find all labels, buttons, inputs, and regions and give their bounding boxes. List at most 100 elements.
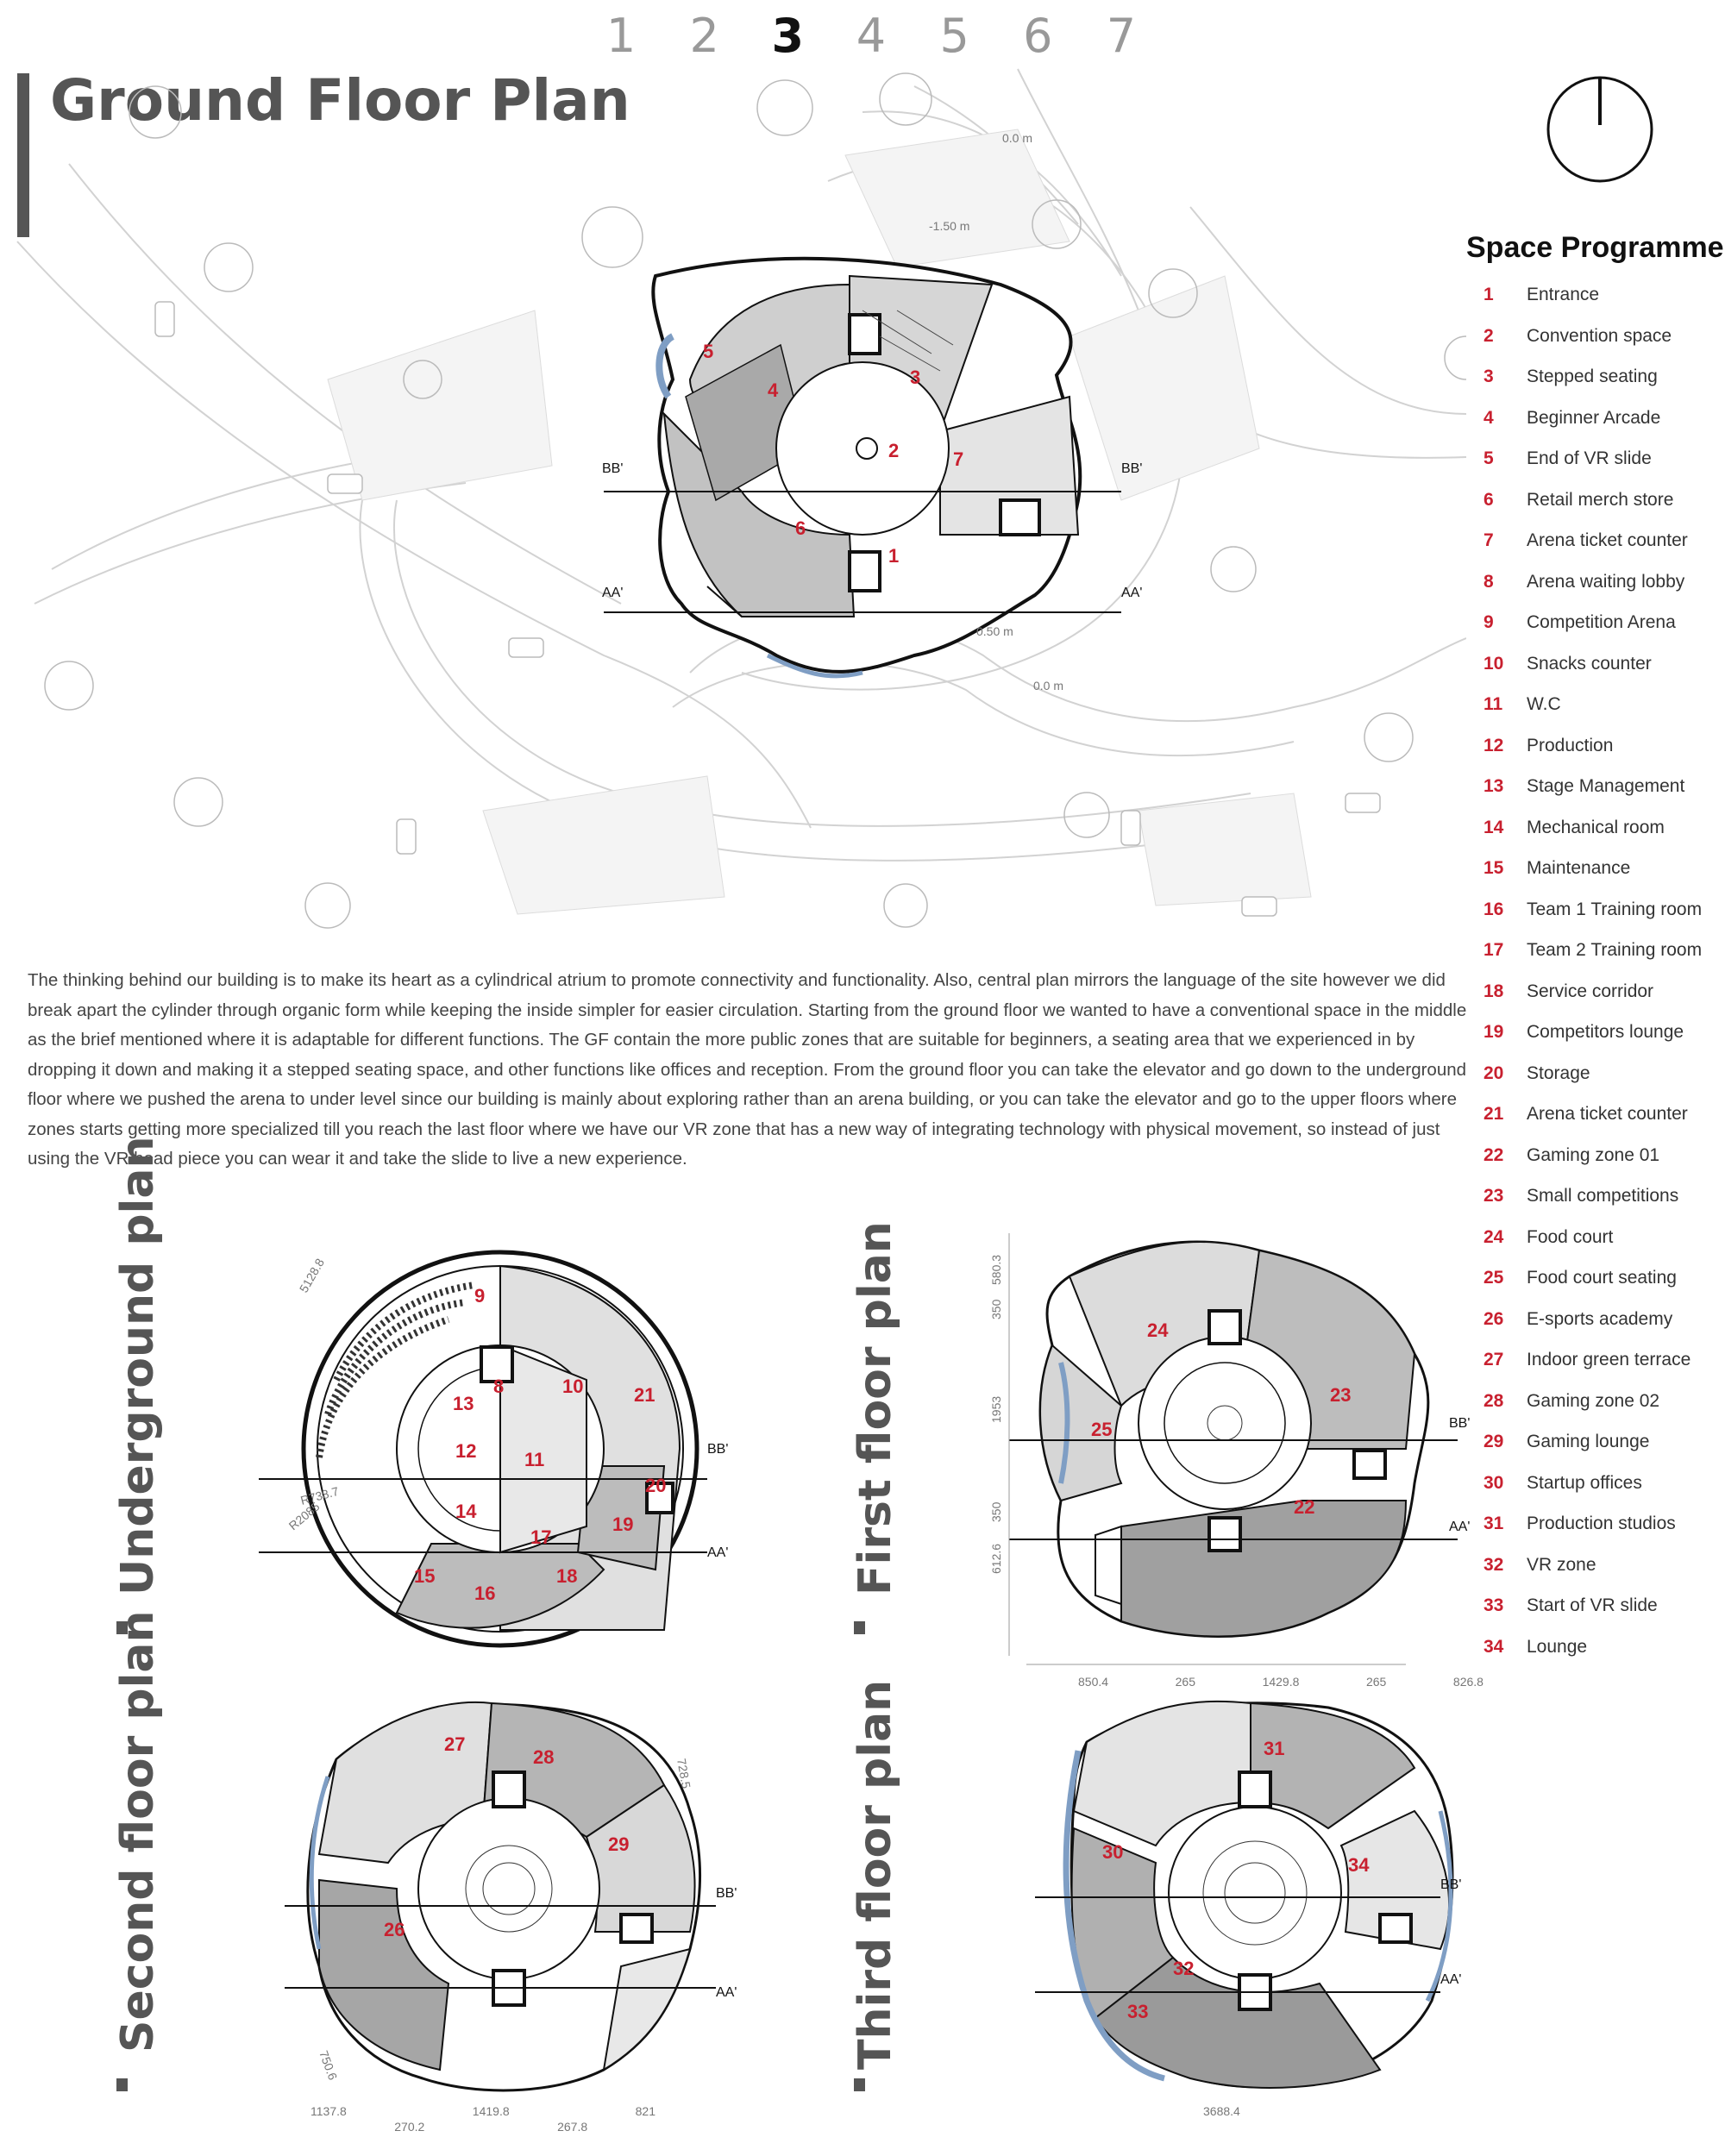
programme-item-label: End of VR slide [1527,448,1652,468]
nav-page-2[interactable]: 2 [689,9,719,63]
room-23-label: 23 [1330,1384,1351,1406]
programme-item: 30 Startup offices [1484,1473,1725,1514]
programme-item-label: Lounge [1527,1636,1588,1657]
level-0-bottom: 0.0 m [1033,679,1063,693]
programme-item-label: Beginner Arcade [1527,407,1661,428]
programme-item-label: Competitors lounge [1527,1022,1684,1042]
room-17-label: 17 [530,1526,551,1548]
site-room-numbers: 1 2 3 4 5 6 7 [703,341,963,567]
programme-item-label: Maintenance [1527,858,1631,878]
level-0-top: 0.0 m [1002,131,1032,145]
programme-item-number: 16 [1484,899,1504,919]
programme-item-label: Snacks counter [1527,653,1652,674]
second-floor-plan-label: Second floor plan [112,1610,164,2053]
first-floor-plan-drawing: 24 23 25 22 580.3 350 1953 350 612.6 BB'… [989,1233,1470,1665]
dim-1429: 1429.8 [1262,1675,1300,1689]
programme-item-number: 29 [1484,1432,1504,1451]
nav-page-7[interactable]: 7 [1106,9,1137,63]
room-15-label: 15 [414,1565,435,1587]
programme-item-label: Team 2 Training room [1527,940,1703,960]
programme-item-number: 33 [1484,1595,1504,1615]
section-bb-left: BB' [602,461,623,476]
programme-item-number: 21 [1484,1104,1504,1124]
room-16-label: 16 [474,1583,495,1604]
dim-580: 580.3 [989,1255,1003,1285]
room-31-label: 31 [1264,1738,1284,1759]
programme-item-number: 1 [1484,285,1494,304]
nav-page-1[interactable]: 1 [605,9,637,63]
dim-265-b: 265 [1365,1675,1387,1689]
label-bar [854,1621,865,1634]
ground-floor-building [651,256,1082,679]
north-arrow-icon [1546,76,1653,183]
room-20-label: 20 [645,1475,666,1496]
nav-page-3-current[interactable]: 3 [771,9,805,63]
programme-item-number: 7 [1484,530,1494,550]
programme-item-number: 4 [1484,407,1494,428]
level-050: 0.50 m [976,624,1013,638]
programme-item-number: 26 [1484,1308,1504,1329]
nav-page-4[interactable]: 4 [856,9,887,63]
programme-item-number: 32 [1484,1554,1504,1575]
programme-item-label: Stage Management [1527,776,1685,796]
room-26-label: 26 [384,1919,405,1940]
second-floor-h-dims: 1137.8 270.2 1419.8 267.8 821 [310,2104,656,2134]
title-accent-bar [17,73,29,237]
dim-1953: 1953 [989,1396,1003,1423]
programme-item-label: VR zone [1527,1554,1596,1575]
room-12-label: 12 [455,1440,476,1462]
dim-1137: 1137.8 [310,2104,347,2118]
nav-page-5[interactable]: 5 [939,9,969,63]
programme-item-number: 12 [1484,735,1504,755]
ground-floor-site-plan: 1 2 3 4 5 6 7 BB' BB' AA' AA' 0.0 m -1.5… [16,68,1466,929]
room-28-label: 28 [533,1746,554,1768]
page-navigation: 1 2 3 4 5 6 7 [595,9,1147,69]
nav-page-6[interactable]: 6 [1023,9,1053,63]
programme-item-label: Storage [1527,1062,1590,1083]
programme-item-label: Startup offices [1527,1472,1642,1493]
programme-item-label: Food court seating [1527,1268,1677,1288]
room-18-label: 18 [556,1565,577,1587]
dim-1419: 1419.8 [472,2104,510,2118]
programme-item-number: 30 [1484,1472,1504,1493]
room-8-label: 8 [493,1376,504,1397]
underground-plan-drawing: 9 8 10 21 13 12 11 20 14 17 19 15 16 18 … [259,1250,728,1648]
programme-item-label: Competition Arena [1527,612,1676,632]
programme-item-label: E-sports academy [1527,1308,1673,1329]
page-title: Ground Floor Plan [50,67,630,134]
room-9-label: 9 [474,1285,485,1307]
programme-item-number: 6 [1484,489,1494,510]
programme-item-label: Retail merch store [1527,489,1674,510]
room-7-label: 7 [953,448,963,470]
programme-item-number: 5 [1484,448,1494,468]
room-30-label: 30 [1102,1841,1123,1863]
programme-item-number: 2 [1484,325,1494,346]
room-33-label: 33 [1127,2001,1148,2022]
programme-item: 26 E-sports academy [1484,1309,1725,1351]
programme-item-number: 31 [1484,1514,1504,1533]
programme-item: 4 Beginner Arcade [1484,408,1725,449]
programme-item-number: 9 [1484,612,1494,632]
second-floor-plan-drawing: 27 28 29 26 728.5 750.6 BB' AA' [285,1701,737,2092]
room-21-label: 21 [634,1384,655,1406]
first-floor-plan-label: First floor plan [850,1221,901,1595]
section-aa-left: AA' [602,586,623,600]
section-aa-right: AA' [1121,586,1142,600]
sf-section-aa: AA' [716,1985,737,2000]
section-bb-right: BB' [1121,461,1142,476]
site-section-lines [604,491,1121,613]
dim-350-bottom: 350 [989,1501,1003,1522]
programme-item-number: 18 [1484,981,1504,1001]
third-floor-plan-label: Third floor plan [850,1679,901,2070]
